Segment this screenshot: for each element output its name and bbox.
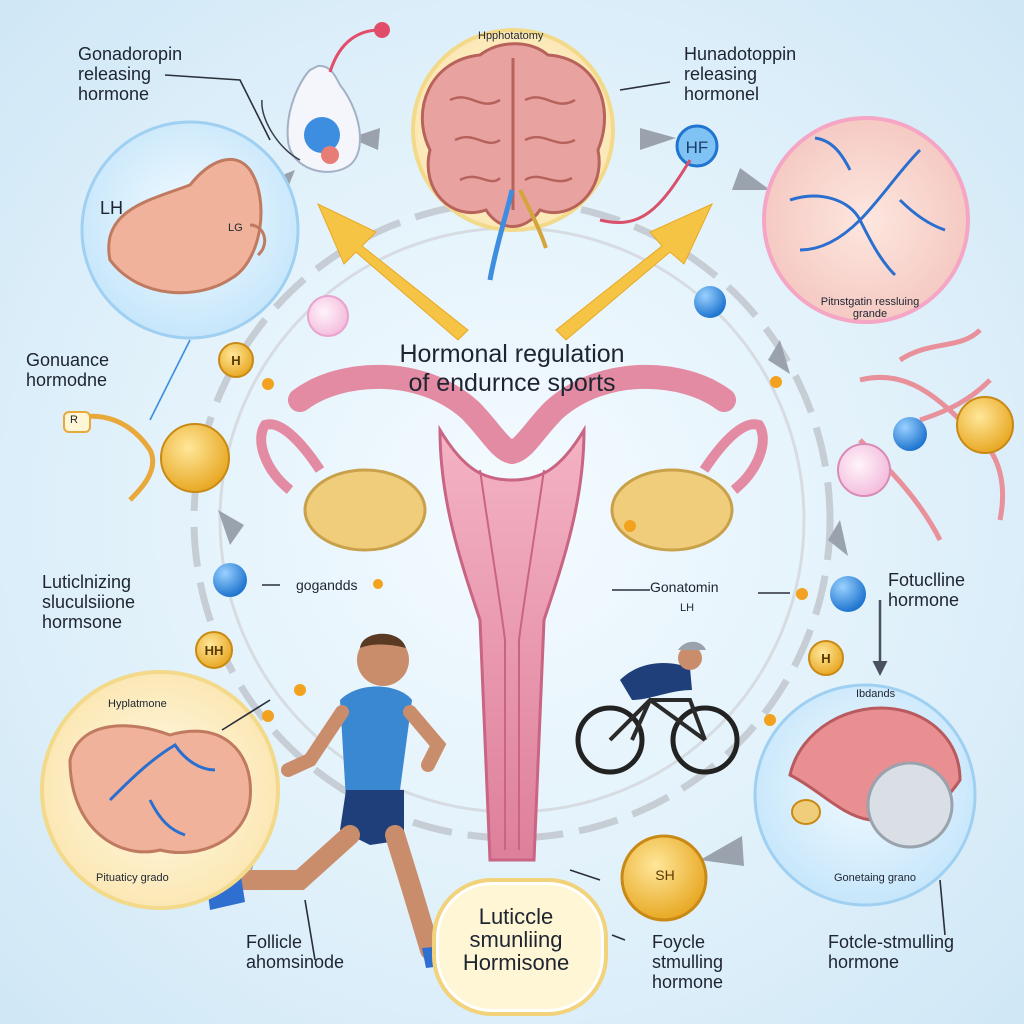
brain-illustration	[411, 28, 615, 281]
label-small-r: R	[70, 414, 78, 426]
label-gonatomin-sub: LH	[680, 602, 695, 614]
h-badge-left: H	[218, 342, 254, 378]
label-gnrh-right: Hunadotoppin releasing hormonel	[684, 44, 797, 105]
sh-gland	[620, 834, 708, 922]
hh-badge-left: HH	[195, 631, 233, 669]
label-follicle-stimulating: Fotcle-stmulling hormone	[828, 932, 955, 973]
label-hypothalamus-left: Hyplatmone	[108, 698, 167, 710]
hypothalamus-left-bubble	[40, 670, 280, 910]
h-badge-right: H	[808, 640, 844, 676]
label-lh-gland: LH	[100, 198, 124, 218]
hh-badge-left-text: HH	[205, 643, 224, 658]
lh-gland-bubble	[80, 120, 300, 340]
label-gonad-bottom-right-tag: Ibdands	[856, 688, 896, 700]
label-gonatomin: Gonatomin	[650, 579, 719, 595]
h-badge-left-text: H	[231, 353, 240, 368]
label-hypothalamus: Hpphotatomy	[478, 30, 544, 42]
yellow-arrows	[317, 202, 714, 341]
label-pituitary-top-right: Pitnstgatin ressluing grande	[820, 296, 920, 321]
label-follicle-left: Follicle ahomsinode	[246, 932, 345, 973]
orange-dots	[262, 376, 808, 726]
label-gonad-bottom-right: Gonetaing grano	[834, 872, 916, 884]
left-gland	[63, 411, 230, 502]
gonad-right-bubble	[753, 683, 977, 907]
label-sh-badge: SH	[655, 867, 675, 883]
connector-lines	[149, 74, 946, 961]
nerve-branch-right	[837, 328, 1014, 542]
pink-dots	[307, 295, 349, 337]
label-gonads: gogandds	[296, 577, 358, 593]
pituitary-vessels-bubble	[762, 116, 970, 324]
label-follicline: Fotuclline hormone	[888, 570, 966, 611]
label-gonad-hormone: Gonuance hormodne	[26, 350, 110, 391]
label-bottom-center: Luticcle smunliing Hormisone	[462, 904, 570, 976]
bottom-hormone-box	[432, 878, 608, 1016]
cyclist-illustration	[575, 641, 740, 775]
label-pituitary-bottom-left: Pituaticy grado	[96, 872, 169, 884]
uterus-illustration	[256, 364, 768, 862]
label-foycle: Foycle stmulling hormone	[652, 932, 724, 993]
diagram-title: Hormonal regulation of endurnce sports	[399, 340, 625, 397]
label-lh-gland-tag: LG	[228, 222, 243, 234]
hf-badge: HF	[675, 124, 719, 168]
blue-dots	[213, 286, 927, 612]
red-lead	[599, 159, 692, 224]
hf-badge-text: HF	[686, 138, 709, 157]
label-luteinizing: Luticlnizing sluculsiione hormsone	[42, 572, 136, 633]
label-gnrh-left: Gonadoropin releasing hormone	[78, 44, 183, 105]
h-badge-right-text: H	[821, 651, 830, 666]
pituitary-lamp	[261, 22, 390, 173]
